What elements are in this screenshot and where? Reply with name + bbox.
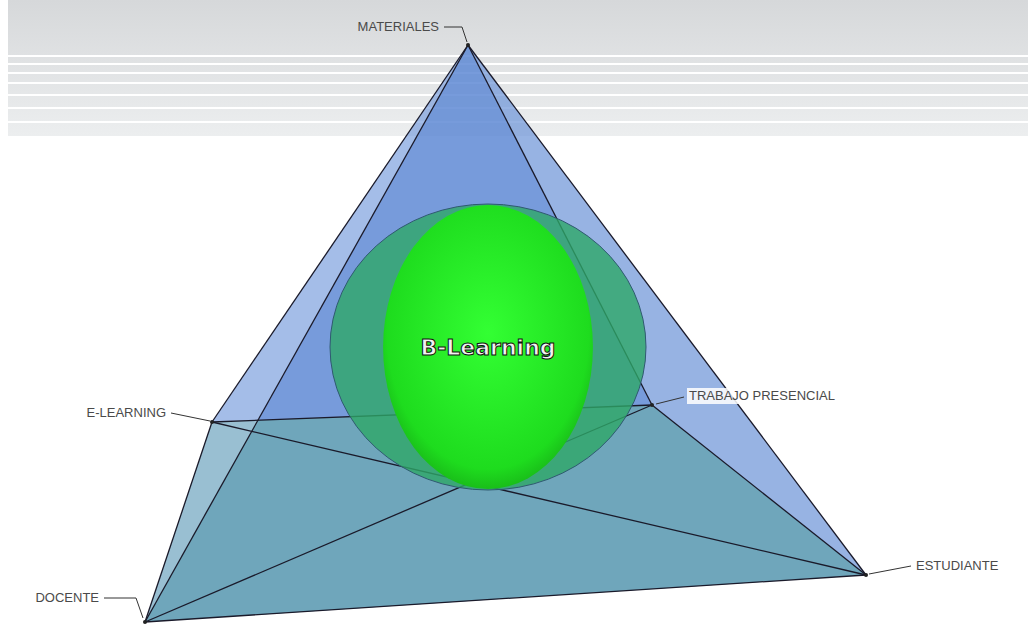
vertex-label: TRABAJO PRESENCIAL bbox=[687, 388, 837, 404]
sphere-title: B-Learning bbox=[420, 335, 555, 360]
vertex-label: MATERIALES bbox=[356, 19, 441, 35]
pyramid-edges bbox=[145, 45, 866, 622]
leader-lines bbox=[104, 27, 911, 618]
vertex-label: ESTUDIANTE bbox=[914, 558, 1000, 574]
sphere-node: B-Learning bbox=[329, 203, 647, 491]
vertex-label: E-LEARNING bbox=[85, 405, 168, 421]
vertex-label: DOCENTE bbox=[33, 590, 101, 606]
front-face bbox=[145, 45, 866, 622]
vertex-dots bbox=[143, 43, 868, 624]
